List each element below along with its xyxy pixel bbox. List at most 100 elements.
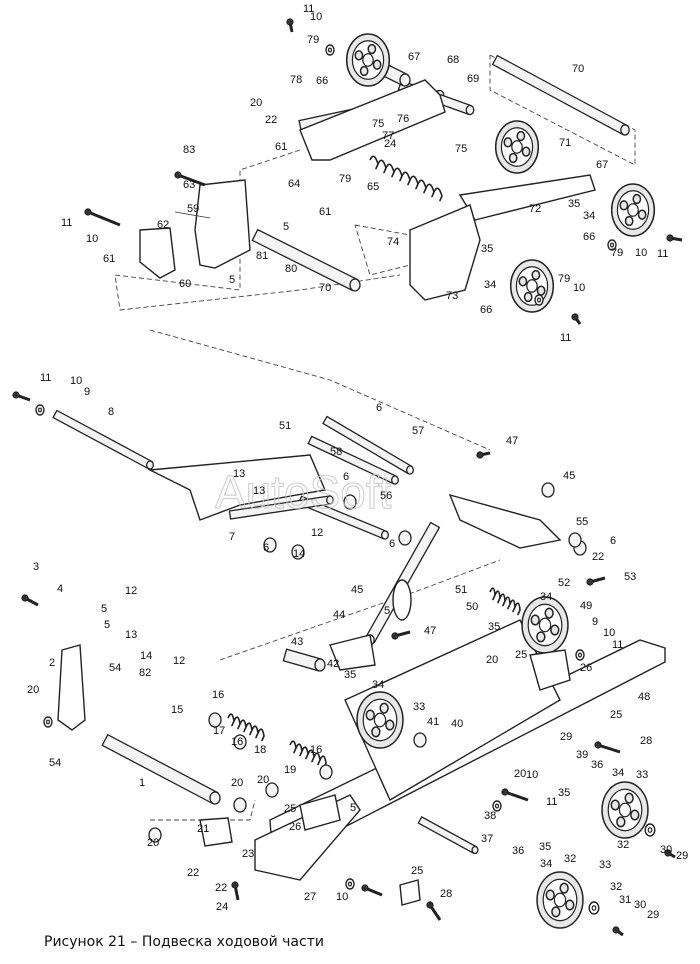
bolt-62 [174, 211, 211, 219]
callout-75: 75 [372, 118, 384, 130]
callout-11: 11 [560, 332, 571, 344]
bolt-3-head [21, 594, 29, 602]
bolt-11-lower-left-head [12, 391, 20, 399]
callout-32: 32 [617, 839, 629, 851]
callout-45: 45 [351, 584, 363, 596]
callout-82: 82 [139, 667, 151, 679]
shaft-1-end [209, 791, 221, 805]
wheel-66-top-hub [362, 53, 374, 67]
callout-79: 79 [558, 273, 570, 285]
callout-10: 10 [70, 375, 82, 387]
link-2 [57, 644, 86, 731]
callout-27: 27 [304, 891, 316, 903]
bracket-61-plate [139, 227, 176, 279]
wheel-33-mid-hole [371, 726, 381, 738]
callout-83: 83 [183, 144, 195, 156]
callout-13: 13 [253, 485, 265, 497]
bushing-7 [208, 712, 222, 728]
wheel-33-mid-hole [385, 719, 395, 731]
callout-10: 10 [526, 769, 538, 781]
callout-22: 22 [265, 114, 277, 126]
bushing-43-end [314, 658, 326, 672]
wheel-66-top-hole [367, 43, 377, 55]
callout-16: 16 [212, 689, 224, 701]
callout-20: 20 [231, 777, 243, 789]
callout-28: 28 [440, 888, 452, 900]
callout-29: 29 [647, 909, 659, 921]
callout-29: 29 [676, 850, 688, 862]
callout-51: 51 [455, 584, 467, 596]
callout-48: 48 [638, 691, 650, 703]
callout-32: 32 [610, 881, 622, 893]
bushing-8 [233, 734, 247, 750]
callout-79: 79 [307, 34, 319, 46]
bushing-1 [291, 544, 305, 560]
callout-11: 11 [546, 796, 557, 808]
callout-30: 30 [634, 899, 646, 911]
callout-52: 52 [558, 577, 570, 589]
callout-24: 24 [384, 138, 396, 150]
callout-25: 25 [515, 649, 527, 661]
callout-53: 53 [624, 571, 636, 583]
wheel-66-right-hole [632, 193, 642, 205]
callout-5: 5 [104, 619, 110, 631]
callout-6: 6 [376, 402, 382, 414]
callout-17: 17 [213, 725, 225, 737]
callout-34: 34 [372, 679, 384, 691]
callout-8: 8 [108, 406, 114, 418]
callout-13: 13 [125, 629, 137, 641]
wheel-66-low-hole [536, 285, 546, 296]
wheel-49-hole [536, 631, 546, 643]
dashed-connector-21 [150, 799, 256, 821]
callout-35: 35 [488, 621, 500, 633]
spring-17 [227, 713, 265, 742]
callout-20: 20 [147, 837, 159, 849]
spring-19 [289, 740, 327, 769]
callout-29: 29 [560, 731, 572, 743]
wheel-32-low-hole [545, 889, 555, 901]
wheel-49-hole [544, 607, 554, 619]
callout-34: 34 [540, 591, 552, 603]
callout-35: 35 [481, 243, 493, 255]
callout-50: 50 [466, 601, 478, 613]
callout-13: 13 [233, 468, 245, 480]
callout-20: 20 [250, 97, 262, 109]
bolt-28-right-head [594, 741, 602, 749]
callout-33: 33 [413, 701, 425, 713]
callout-20: 20 [257, 774, 269, 786]
shaft-38 [417, 816, 478, 854]
callout-28: 28 [640, 735, 652, 747]
callout-77: 77 [382, 130, 394, 142]
callout-25: 25 [411, 865, 423, 877]
figure-caption: Рисунок 21 – Подвеска ходовой части [44, 934, 324, 950]
wheel-66-low-hub [526, 279, 538, 293]
callout-60: 60 [179, 278, 191, 290]
callout-45: 45 [563, 470, 575, 482]
wheel-49-hub [538, 617, 552, 633]
spring-50 [489, 587, 521, 616]
callout-67: 67 [408, 51, 420, 63]
callout-61: 61 [103, 253, 115, 265]
callout-74: 74 [387, 236, 399, 248]
dashed-connector-upper-lower [149, 329, 491, 451]
washer-79-low-hole [536, 297, 542, 303]
bolt-29-right-head [664, 849, 672, 857]
callout-11: 11 [61, 217, 72, 229]
arm-68-body [299, 79, 446, 161]
wheel-49-hole [550, 624, 560, 636]
callout-14: 14 [140, 650, 152, 662]
callout-56: 56 [380, 490, 392, 502]
bushing-9 [319, 764, 333, 780]
callout-68: 68 [447, 54, 459, 66]
callout-66: 66 [480, 304, 492, 316]
callout-69: 69 [467, 73, 479, 85]
callout-6: 6 [610, 535, 616, 547]
bolt-11-mid-head [501, 788, 509, 796]
wheel-33-right-hole [610, 799, 620, 811]
callout-57: 57 [412, 425, 424, 437]
bracket-26-left [299, 794, 341, 831]
wheel-32-low-hole [559, 882, 569, 894]
callout-41: 41 [427, 716, 439, 728]
bolt-83-head [174, 171, 182, 179]
